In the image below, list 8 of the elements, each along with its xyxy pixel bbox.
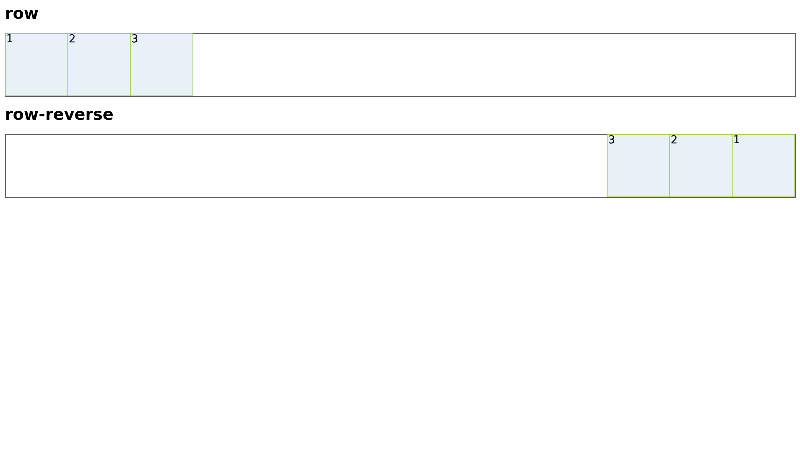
node-label: row-reverse (6, 111, 113, 120)
flex-item: 1 (732, 134, 796, 198)
flex-item: 2 (670, 134, 733, 198)
flex-item: 2 (68, 33, 131, 96)
flex-item: 3 (130, 33, 194, 96)
flex-item: 1 (5, 33, 68, 96)
flex-item: 3 (607, 134, 670, 198)
node-label: row (6, 10, 38, 20)
